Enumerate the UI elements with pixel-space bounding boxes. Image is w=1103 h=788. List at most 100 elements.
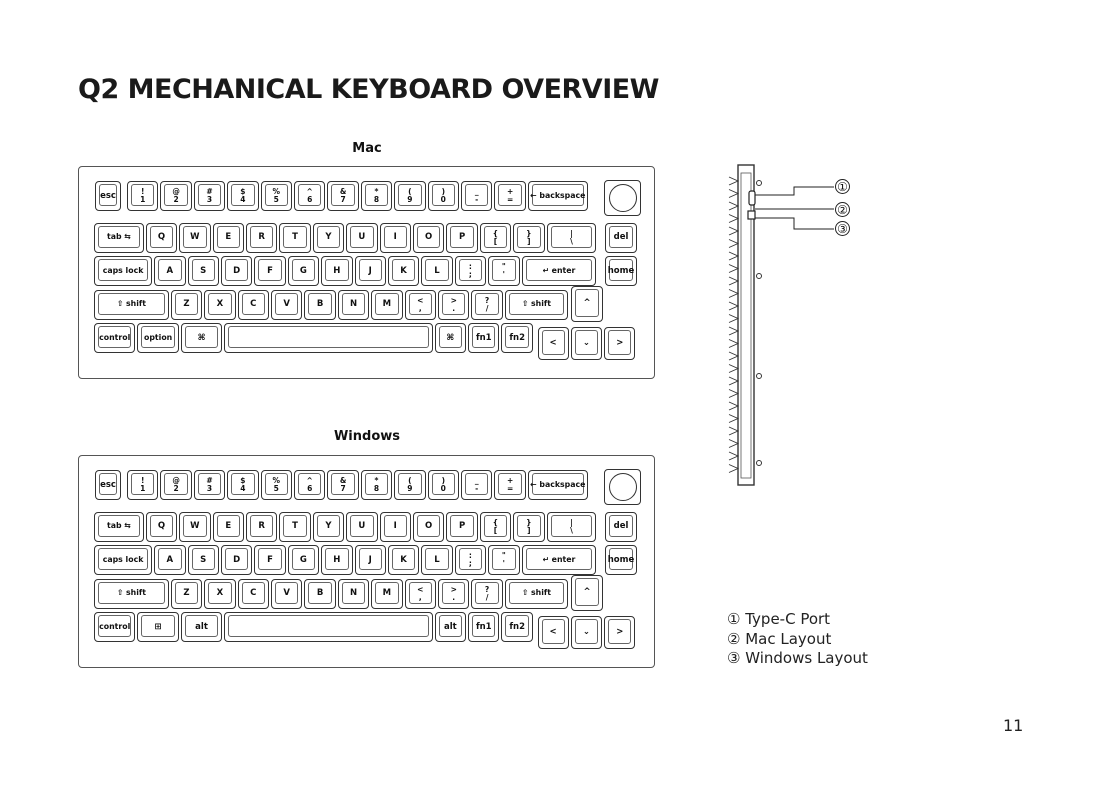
key-home: home [605,256,637,286]
key-label: ← backspace [530,190,586,200]
key-label: I [393,521,397,532]
key-label: home [607,554,635,565]
key-fn1: fn1 [468,323,500,353]
key-label: L [434,554,440,565]
key-windows: ⊞ [137,612,179,642]
key-label: | \ [570,517,573,535]
key-label: < [549,338,557,349]
key-label: _ - [474,187,479,204]
key-del: del [605,511,637,542]
key-symbol: ? / [471,578,503,609]
key-label: $ 4 [240,476,246,493]
key-j: J [354,256,386,286]
key-label: + = [506,187,514,204]
key-f: F [254,545,286,575]
legend: ① Type-C Port ② Mac Layout ③ Windows Lay… [727,610,868,669]
key-down-arrow: ⌄ [570,616,602,649]
key-label: & 7 [339,187,347,204]
key-shift: ⇧ shift [94,578,169,609]
key-space [224,612,433,642]
key-backspace: ← backspace [527,470,588,500]
key-symbol: " ' [488,256,520,286]
windows-layout-label: Windows [333,429,401,444]
key-label: esc [100,190,116,201]
callout-2: ② [835,202,850,217]
key-caps-lock: caps lock [94,256,153,286]
key-shift: ⇧ shift [504,289,568,320]
key-label: home [607,265,635,276]
key-label: ⇧ shift [116,299,147,309]
key-4: $ 4 [227,181,259,211]
key-left-arrow: < [537,327,569,360]
key-label: P [458,521,466,532]
key-enter: ↵ enter [521,256,597,286]
key-o: O [412,222,445,253]
key-label: ) 0 [440,476,446,493]
key-tab: tab ⇆ [94,511,144,542]
key-symbol: { [ [479,511,512,542]
key-up-arrow: ^ [571,574,603,611]
key-label: alt [195,621,208,632]
key-label: M [382,299,392,310]
key-symbol: " ' [488,545,520,575]
key-label: Q [157,232,166,243]
key-label: G [299,265,307,276]
layout-switch-icon [747,210,756,220]
key-home: home [605,545,637,575]
key-label: D [233,265,241,276]
key-label: M [382,588,392,599]
key-caps-lock: caps lock [94,545,153,575]
key-s: S [187,545,219,575]
key-label: ⊞ [154,621,162,632]
key-symbol: : ; [454,256,487,286]
key-tab: tab ⇆ [94,222,144,253]
key-shift: ⇧ shift [94,289,169,320]
key-g: G [287,256,320,286]
key-del: del [605,222,637,253]
key-label: X [216,299,224,310]
callout-1: ① [835,179,850,194]
key-symbol: } ] [513,511,545,542]
key-label: ! 1 [140,187,146,204]
key-label: ↵ enter [542,265,576,275]
key-label: Z [183,299,190,310]
key-4: $ 4 [227,470,259,500]
key-label: " ' [501,551,506,568]
key-label: Q [157,521,166,532]
key-symbol: > . [438,578,470,609]
key-label: < , [417,295,424,313]
key-label: alt [444,621,457,632]
key-label: } ] [526,228,532,246]
key-label: R [258,232,265,243]
key-label: @ 2 [172,476,180,493]
key-label: X [216,588,224,599]
key-m: M [371,578,403,609]
key-up-arrow: ^ [571,285,603,322]
key-z: Z [170,578,203,609]
key-1: ! 1 [127,181,159,211]
key-fn2: fn2 [501,612,533,642]
key-7: & 7 [327,181,359,211]
key-command: ⌘ [434,323,467,353]
key-label: Y [325,521,332,532]
key-label: G [299,554,307,565]
key-label: > . [450,295,457,313]
legend-windows-layout: ③ Windows Layout [727,649,868,667]
key-e: E [212,511,244,542]
key-label: ⇧ shift [521,299,551,309]
key-n: N [337,578,370,609]
key-label: ↵ enter [542,554,576,564]
key-j: J [354,545,386,575]
key-label: esc [100,479,116,490]
key-label: fn1 [475,621,492,632]
key-label: K [400,554,407,565]
key-esc: esc [95,470,121,500]
key-label: < , [417,584,424,602]
key-symbol: < , [404,578,436,609]
key-label: > [616,627,624,638]
key-down-arrow: ⌄ [570,327,602,360]
key-y: Y [312,511,345,542]
key-label: W [190,232,200,243]
key-label: ( 9 [407,476,413,493]
key-2: @ 2 [160,181,192,211]
